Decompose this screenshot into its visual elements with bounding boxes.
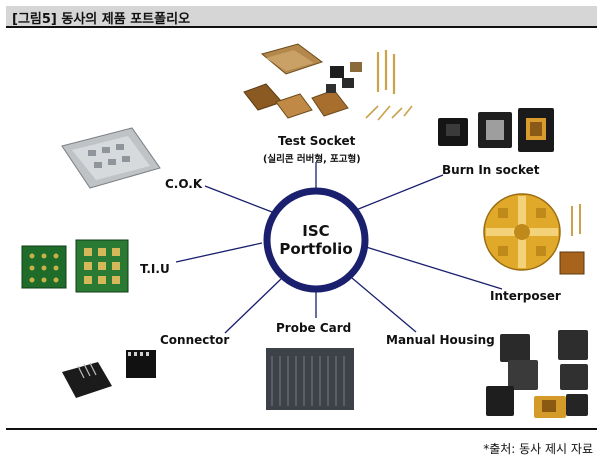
burn-in-socket-image xyxy=(438,108,554,152)
probe-card-label: Probe Card xyxy=(276,321,352,335)
test-socket-label: Test Socket xyxy=(278,134,356,148)
header-bar: [그림5] 동사의 제품 포트폴리오 xyxy=(6,6,597,28)
tiu-label: T.I.U xyxy=(140,262,170,276)
hub-ring xyxy=(263,187,369,293)
hub-label-line1: ISC xyxy=(302,222,330,240)
footer-divider xyxy=(6,428,597,430)
probe-card-image xyxy=(266,348,354,410)
cok-label: C.O.K xyxy=(165,177,203,191)
test-socket-image xyxy=(243,43,413,121)
hub-label-line2: Portfolio xyxy=(279,240,353,258)
cok-image xyxy=(61,127,161,189)
connector-label: Connector xyxy=(160,333,230,347)
burn-in-socket-label: Burn In socket xyxy=(442,163,540,177)
interposer-image xyxy=(483,193,585,275)
spoke-connector xyxy=(224,278,282,334)
spoke-tiu xyxy=(175,242,263,263)
spoke-interposer xyxy=(365,246,503,290)
spoke-cok xyxy=(204,185,273,213)
spoke-burn-in-socket xyxy=(355,174,444,211)
connector-image xyxy=(62,350,156,398)
spoke-manual-housing xyxy=(351,277,417,333)
test-socket-sublabel: (실리콘 러버형, 포고형) xyxy=(263,154,361,165)
manual-housing-label: Manual Housing xyxy=(386,333,495,347)
hub-label: ISC Portfolio xyxy=(261,222,371,258)
source-note: *출처: 동사 제시 자료 xyxy=(483,442,593,456)
figure-title: [그림5] 동사의 제품 포트폴리오 xyxy=(12,12,191,27)
tiu-image xyxy=(21,239,129,293)
interposer-label: Interposer xyxy=(490,289,561,303)
manual-housing-image xyxy=(486,330,588,418)
spoke-lines xyxy=(175,162,503,334)
